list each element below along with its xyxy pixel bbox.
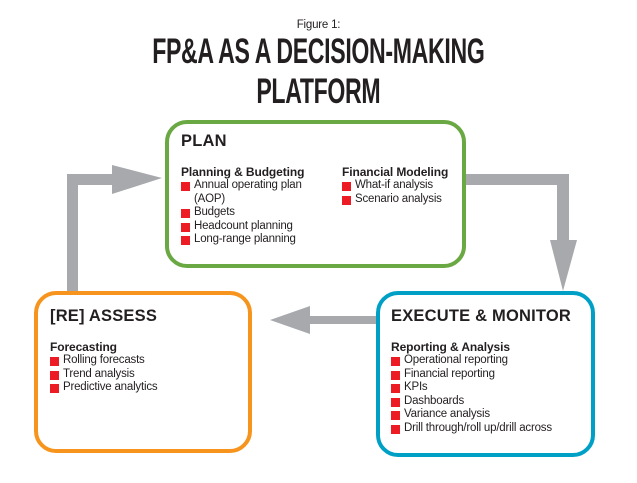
bullet-icon xyxy=(391,411,400,420)
bullet-icon xyxy=(391,370,400,380)
arrow-plan-to-execute xyxy=(466,174,577,291)
list-item: Predictive analytics xyxy=(50,381,158,395)
reporting-analysis-section: Reporting & Analysis Operational reporti… xyxy=(391,340,552,435)
planning-budgeting-section: Planning & Budgeting Annual operating pl… xyxy=(181,165,304,247)
bullet-icon xyxy=(342,182,351,191)
bullet-icon xyxy=(181,236,190,245)
list-item: Rolling forecasts xyxy=(50,354,157,368)
list-item: Annual operating plan xyxy=(181,179,304,193)
execute-monitor-title: EXECUTE & MONITOR xyxy=(391,307,572,325)
figure-label: Figure 1: xyxy=(296,19,341,31)
bullet-icon xyxy=(181,209,190,218)
figure-title: FP&A AS A DECISION-MAKING PLATFORM xyxy=(152,32,485,111)
assess-box: [RE] ASSESS Forecasting Rolling forecast… xyxy=(34,291,252,453)
forecasting-section: Forecasting Rolling forecasts Trend anal… xyxy=(50,340,158,395)
section-title: Planning & Budgeting xyxy=(181,165,305,179)
list-item: Long-range planning xyxy=(181,233,304,247)
arrow-assess-to-plan xyxy=(67,165,162,291)
list-item: KPIs xyxy=(391,381,552,395)
assess-title: [RE] ASSESS xyxy=(50,307,158,325)
list-item: Financial reporting xyxy=(391,368,552,382)
bullet-icon xyxy=(50,384,59,393)
list-item: Drill through/roll up/drill across xyxy=(391,422,552,436)
bullet-icon xyxy=(391,384,400,393)
financial-modeling-section: Financial Modeling What-if analysis Scen… xyxy=(342,165,448,206)
bullet-icon xyxy=(181,222,190,232)
section-title: Reporting & Analysis xyxy=(391,340,510,354)
bullet-icon xyxy=(342,195,351,205)
list-item: Scenario analysis xyxy=(342,193,448,207)
section-title: Financial Modeling xyxy=(342,165,449,179)
arrow-execute-to-assess xyxy=(270,306,376,334)
list-item: What-if analysis xyxy=(342,179,448,193)
list-item: Variance analysis xyxy=(391,408,552,422)
list-item: Headcount planning xyxy=(181,220,304,234)
plan-box: PLAN Planning & Budgeting Annual operati… xyxy=(165,120,466,268)
list-item: Budgets xyxy=(181,206,304,220)
list-item: Operational reporting xyxy=(391,354,552,368)
plan-title: PLAN xyxy=(181,132,227,150)
list-item-continuation: (AOP) xyxy=(194,192,225,205)
execute-monitor-box: EXECUTE & MONITOR Reporting & Analysis O… xyxy=(376,291,595,457)
bullet-icon xyxy=(181,182,190,191)
bullet-icon xyxy=(391,357,400,366)
bullet-icon xyxy=(50,357,59,366)
bullet-icon xyxy=(391,397,400,407)
bullet-icon xyxy=(391,424,400,434)
list-item: Dashboards xyxy=(391,395,552,409)
list-item: Trend analysis xyxy=(50,368,157,382)
section-title: Forecasting xyxy=(50,340,117,354)
bullet-icon xyxy=(50,370,59,380)
